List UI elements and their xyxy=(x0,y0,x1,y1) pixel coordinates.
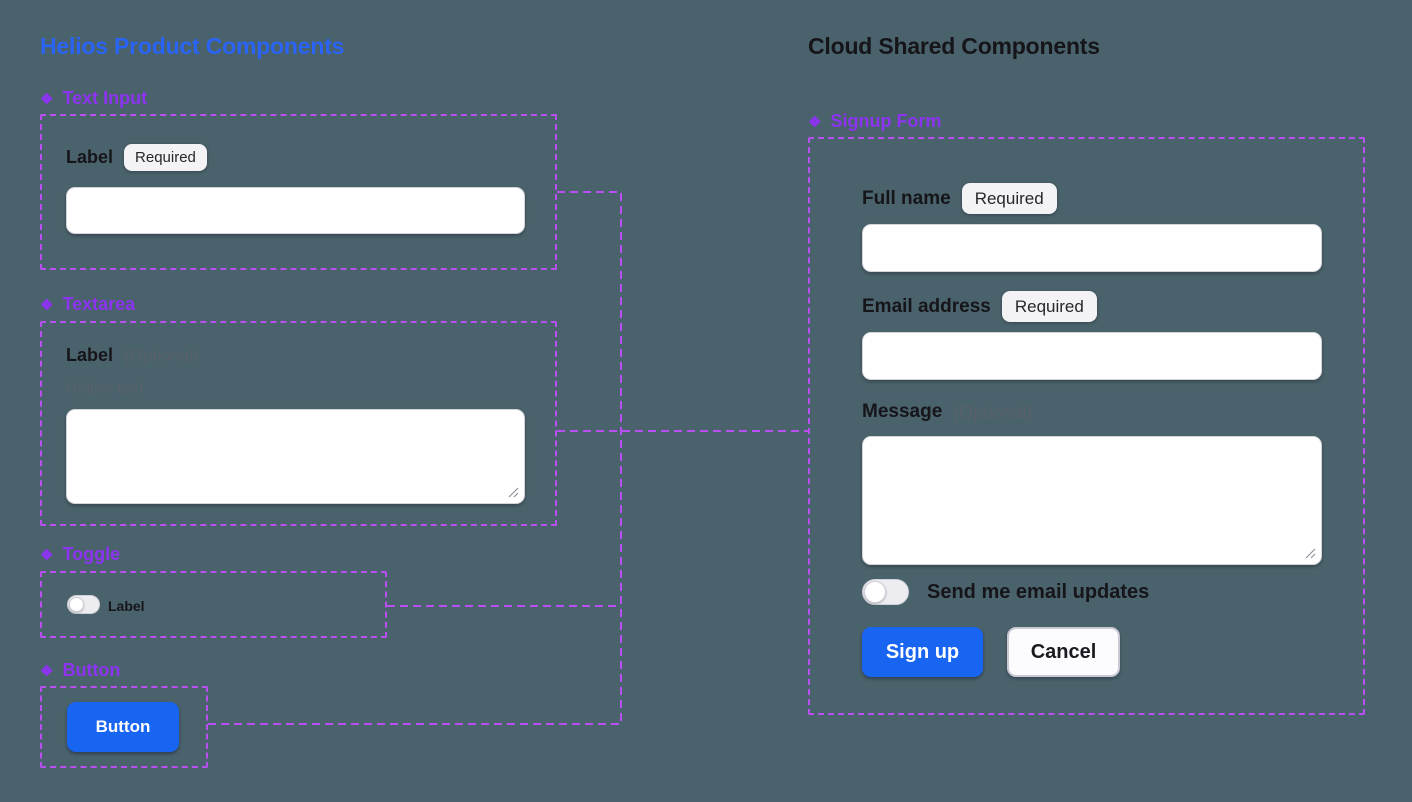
cloud-panel-title: Cloud Shared Components xyxy=(808,33,1100,59)
component-name: Textarea xyxy=(62,294,136,314)
field-label: Full name xyxy=(862,187,951,209)
toggle-label: Label xyxy=(108,598,145,614)
email-updates-label: Send me email updates xyxy=(927,580,1150,603)
field-label: Message xyxy=(862,401,943,422)
component-name: Signup Form xyxy=(830,111,942,131)
component-diamond-icon: ❖ xyxy=(40,547,54,564)
required-badge: Required xyxy=(124,144,207,171)
component-label-button: ❖ Button xyxy=(40,660,120,681)
email-updates-row: Send me email updates xyxy=(862,579,1149,605)
toggle-knob[interactable] xyxy=(69,597,84,612)
message-label-row: Message (Optional) xyxy=(862,401,1032,423)
optional-text: (Optional) xyxy=(124,345,199,365)
toggle-knob[interactable] xyxy=(864,581,886,603)
required-badge: Required xyxy=(961,183,1057,214)
cancel-button[interactable]: Cancel xyxy=(1007,627,1120,677)
textarea-component-outline: Label (Optional) Helper text xyxy=(40,321,557,526)
resize-handle-icon[interactable] xyxy=(508,487,519,498)
component-name: Button xyxy=(62,660,121,680)
text-input-field[interactable] xyxy=(66,187,525,234)
toggle-switch[interactable] xyxy=(67,595,100,614)
component-label-text-input: ❖ Text Input xyxy=(40,88,147,109)
optional-text: (Optional) xyxy=(953,401,1033,422)
text-input-label-row: Label Required xyxy=(66,144,207,171)
toggle-component-outline: Label xyxy=(40,571,387,638)
button-component-outline: Button xyxy=(40,686,208,768)
component-name: Toggle xyxy=(62,544,121,564)
email-updates-toggle[interactable] xyxy=(862,579,909,605)
field-label: Label xyxy=(66,147,114,167)
resize-handle-icon[interactable] xyxy=(1305,548,1316,559)
helios-panel-title: Helios Product Components xyxy=(40,33,345,59)
email-label-row: Email address Required xyxy=(862,291,1097,322)
field-label: Email address xyxy=(862,295,991,317)
component-diamond-icon: ❖ xyxy=(40,663,54,680)
component-label-textarea: ❖ Textarea xyxy=(40,294,135,315)
component-diamond-icon: ❖ xyxy=(40,297,54,314)
component-diamond-icon: ❖ xyxy=(40,91,54,108)
message-textarea[interactable] xyxy=(862,436,1322,565)
text-input-component-outline: Label Required xyxy=(40,114,557,270)
textarea-label-row: Label (Optional) xyxy=(66,345,199,366)
form-actions-row: Sign up Cancel xyxy=(862,627,1120,677)
sample-button[interactable]: Button xyxy=(67,702,179,752)
signup-form-outline: Full name Required Email address Require… xyxy=(808,137,1365,715)
email-input[interactable] xyxy=(862,332,1322,380)
component-label-signup-form: ❖ Signup Form xyxy=(808,111,941,132)
component-name: Text Input xyxy=(62,88,148,108)
required-badge: Required xyxy=(1001,291,1097,322)
full-name-label-row: Full name Required xyxy=(862,183,1057,214)
field-label: Label xyxy=(66,345,114,365)
sign-up-button[interactable]: Sign up xyxy=(862,627,983,677)
component-label-toggle: ❖ Toggle xyxy=(40,544,120,565)
connector-text-input xyxy=(557,191,622,724)
textarea-field[interactable] xyxy=(66,409,525,504)
helper-text: Helper text xyxy=(66,380,144,397)
full-name-input[interactable] xyxy=(862,224,1322,272)
component-diamond-icon: ❖ xyxy=(808,114,822,131)
